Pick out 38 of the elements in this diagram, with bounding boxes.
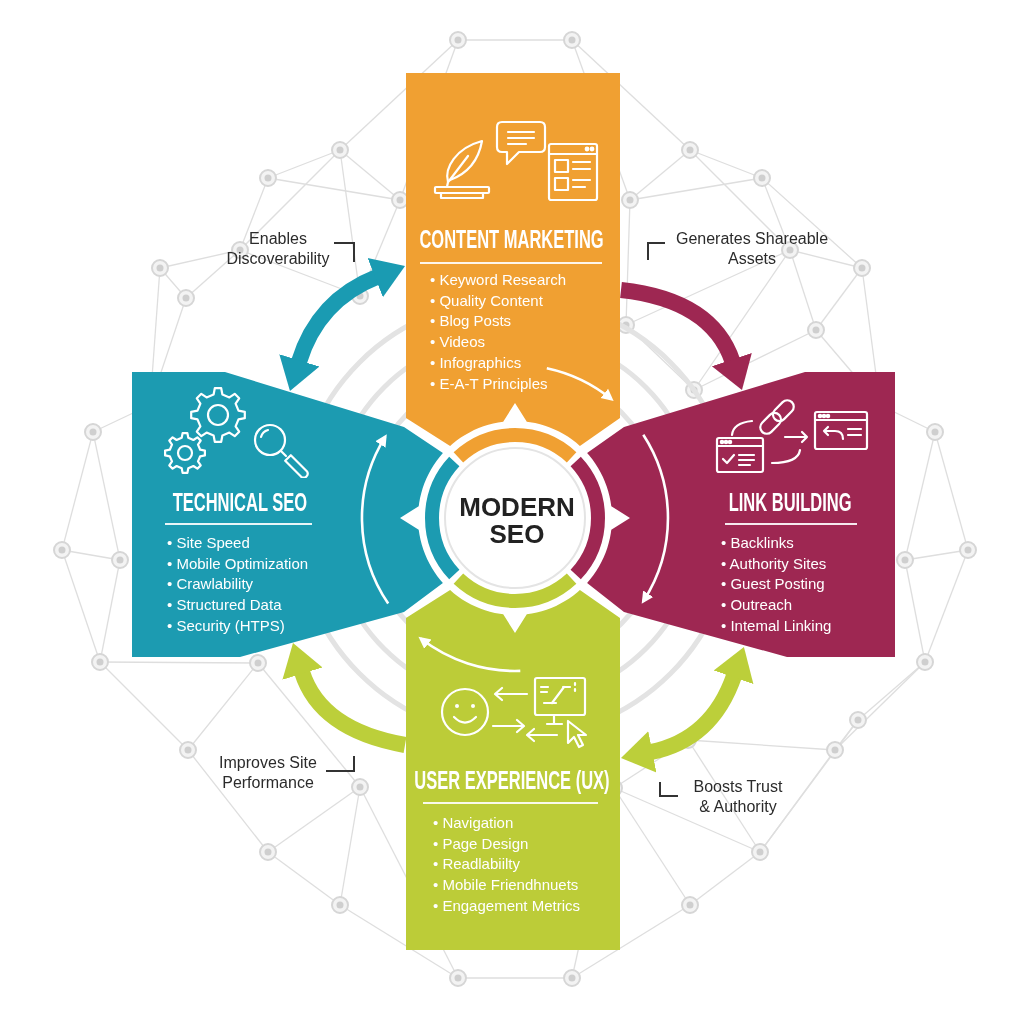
bullet-item: • Structured Data — [167, 595, 282, 616]
category-panel — [587, 372, 895, 657]
panel-heading: CONTENT MARKETING — [419, 225, 605, 253]
hub-circle — [444, 447, 586, 589]
bullet-item: • Page Design — [433, 833, 529, 854]
bullet-item: • Mobile Friendhnuets — [433, 875, 579, 896]
curved-arrow — [621, 647, 754, 773]
curved-arrow — [279, 258, 405, 391]
bullet-item: • Security (HTPS) — [167, 615, 285, 636]
bullet-item: • Site Speed — [167, 533, 250, 553]
bullet-item: • Infographics — [430, 352, 522, 373]
bullet-item: • Crawlability — [167, 574, 254, 595]
bullet-item: • Mobile Optimization — [167, 553, 309, 574]
edge-label: Generates Shareable Assets — [674, 229, 830, 269]
edge-label: Boosts Trust & Authority — [692, 777, 784, 817]
bullet-item: • Authority Sites — [721, 553, 827, 574]
bullet-item: • Readlabiilty — [433, 854, 520, 875]
curved-arrow — [619, 282, 752, 390]
bullet-item: • Keyword Research — [430, 270, 567, 290]
category-panel — [406, 590, 620, 950]
hub-title: MODERN SEO — [458, 494, 576, 548]
edge-label: Enables Discoverability — [225, 229, 331, 269]
bullet-item: • Intemal Linking — [721, 615, 832, 636]
bullet-item: • Blog Posts — [430, 311, 512, 332]
curved-arrow — [282, 643, 407, 753]
bullet-item: • Backlinks — [721, 533, 794, 553]
edge-label: Improves Site Performance — [218, 753, 318, 793]
bullet-item: • Outreach — [721, 595, 793, 616]
bullet-item: • Engagement Metrics — [433, 895, 580, 916]
bullet-item: • Navigation — [433, 813, 514, 833]
bullet-item: • Quality Content — [430, 290, 543, 311]
panel-heading: TECHNICAL SEO — [172, 488, 308, 516]
bullet-item: • Videos — [430, 332, 485, 353]
bullet-item: • E-A-T Principles — [430, 373, 548, 394]
bullet-item: • Guest Posting — [721, 574, 825, 595]
panel-heading: LINK BUILDING — [728, 488, 852, 516]
category-panel — [406, 73, 620, 446]
panel-heading: USER EXPERIENCE (UX) — [414, 766, 610, 794]
